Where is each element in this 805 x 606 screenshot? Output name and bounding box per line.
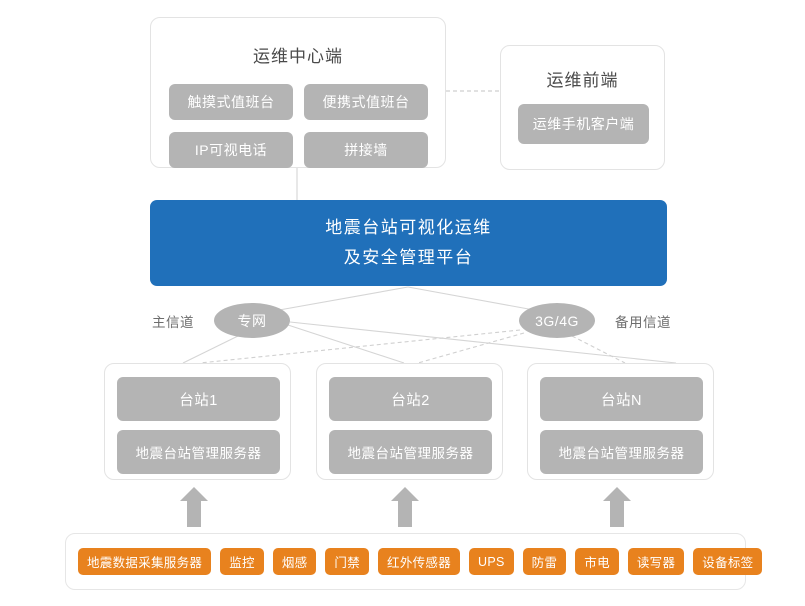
station-card-2: 台站2 地震台站管理服务器: [316, 363, 503, 480]
ops-center-box-video-wall[interactable]: 拼接墙: [304, 132, 428, 168]
device-tag[interactable]: 监控: [220, 548, 264, 575]
platform-line-2: 及安全管理平台: [343, 248, 474, 267]
arrow-tray-to-station-n: [603, 487, 631, 527]
device-tag[interactable]: 读写器: [627, 548, 685, 575]
ops-center-box-touch-console[interactable]: 触摸式值班台: [169, 84, 293, 120]
ops-center-title: 运维中心端: [253, 47, 343, 66]
node-private-network[interactable]: 专网: [214, 303, 290, 338]
device-tag[interactable]: 市电: [575, 548, 619, 575]
station-n-server[interactable]: 地震台站管理服务器: [540, 430, 703, 474]
ops-frontend-box-mobile-client[interactable]: 运维手机客户端: [518, 104, 649, 144]
device-tag[interactable]: 防雷: [522, 548, 567, 575]
node-mobile-network[interactable]: 3G/4G: [519, 303, 595, 338]
device-tag[interactable]: 设备标签: [693, 548, 763, 575]
device-tray: 地震数据采集服务器监控烟感门禁红外传感器 UPS 防雷市电读写器设备标签: [65, 533, 763, 590]
backup-channel-label: 备用信道: [615, 315, 671, 330]
platform-banner: 地震台站可视化运维 及安全管理平台: [150, 200, 667, 286]
wire-platform-to-mobilenet: [407, 286, 546, 313]
station-card-n: 台站N 地震台站管理服务器: [527, 363, 714, 480]
station-1-server[interactable]: 地震台站管理服务器: [117, 430, 280, 474]
station-2-name[interactable]: 台站2: [329, 377, 492, 421]
station-card-1: 台站1 地震台站管理服务器: [104, 363, 291, 480]
device-tag[interactable]: 地震数据采集服务器: [78, 548, 212, 575]
primary-channel-label: 主信道: [152, 315, 194, 330]
arrow-tray-to-station-2: [391, 487, 419, 527]
ops-center-panel: 运维中心端 触摸式值班台 便携式值班台 IP可视电话 拼接墙: [150, 17, 446, 168]
wire-mobilenet-to-station-n: [571, 335, 626, 364]
device-tag[interactable]: 烟感: [272, 548, 317, 575]
station-2-server[interactable]: 地震台站管理服务器: [329, 430, 492, 474]
wire-mobilenet-to-station-2: [417, 332, 525, 364]
arrow-tray-to-station-1: [180, 487, 208, 527]
ops-center-box-portable-console[interactable]: 便携式值班台: [304, 84, 428, 120]
wire-platform-to-privatenet: [267, 286, 409, 313]
wire-privatenet-to-station-1: [182, 334, 241, 364]
station-n-name[interactable]: 台站N: [540, 377, 703, 421]
wire-privatenet-to-station-2: [287, 324, 405, 364]
ops-frontend-panel: 运维前端 运维手机客户端: [500, 45, 665, 170]
device-tag[interactable]: 门禁: [325, 548, 370, 575]
ops-frontend-title: 运维前端: [546, 71, 619, 90]
device-tag[interactable]: UPS: [469, 548, 514, 575]
device-tag[interactable]: 红外传感器: [378, 548, 461, 575]
ops-center-box-ip-video-phone[interactable]: IP可视电话: [169, 132, 293, 168]
station-1-name[interactable]: 台站1: [117, 377, 280, 421]
platform-line-1: 地震台站可视化运维: [325, 218, 492, 237]
